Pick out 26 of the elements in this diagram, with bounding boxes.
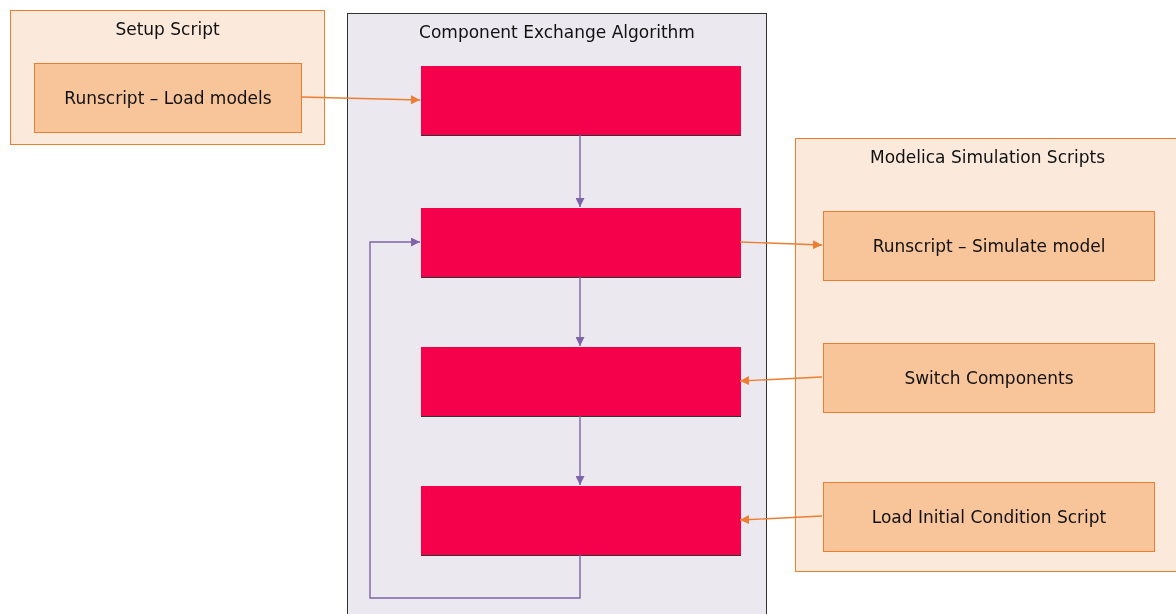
process-box: [823, 343, 1155, 413]
group-heading: Modelica Simulation Scripts: [868, 147, 1107, 167]
arrow: [300, 95, 421, 105]
arrow: [739, 515, 823, 525]
group-panel: [347, 13, 767, 614]
filled-box: [421, 486, 741, 556]
process-box: [823, 211, 1155, 281]
arrow: [739, 240, 823, 250]
process-box: [823, 482, 1155, 552]
group-panel: [10, 10, 325, 145]
arrow: [369, 237, 581, 599]
filled-box: [421, 347, 741, 417]
arrow: [575, 134, 585, 208]
group-heading: Component Exchange Algorithm: [418, 22, 696, 42]
filled-box: [421, 66, 741, 136]
group-heading: Setup Script: [114, 19, 221, 39]
arrow: [575, 276, 585, 347]
filled-box: [421, 208, 741, 278]
process-box: [34, 63, 302, 133]
box-label: Runscript – Load models: [64, 88, 272, 108]
box-label: Load Initial Condition Script: [871, 507, 1107, 527]
arrow: [575, 415, 585, 486]
group-panel: [795, 138, 1176, 572]
box-label: Switch Components: [904, 368, 1074, 388]
arrow: [739, 376, 823, 386]
box-label: Runscript – Simulate model: [872, 236, 1106, 256]
